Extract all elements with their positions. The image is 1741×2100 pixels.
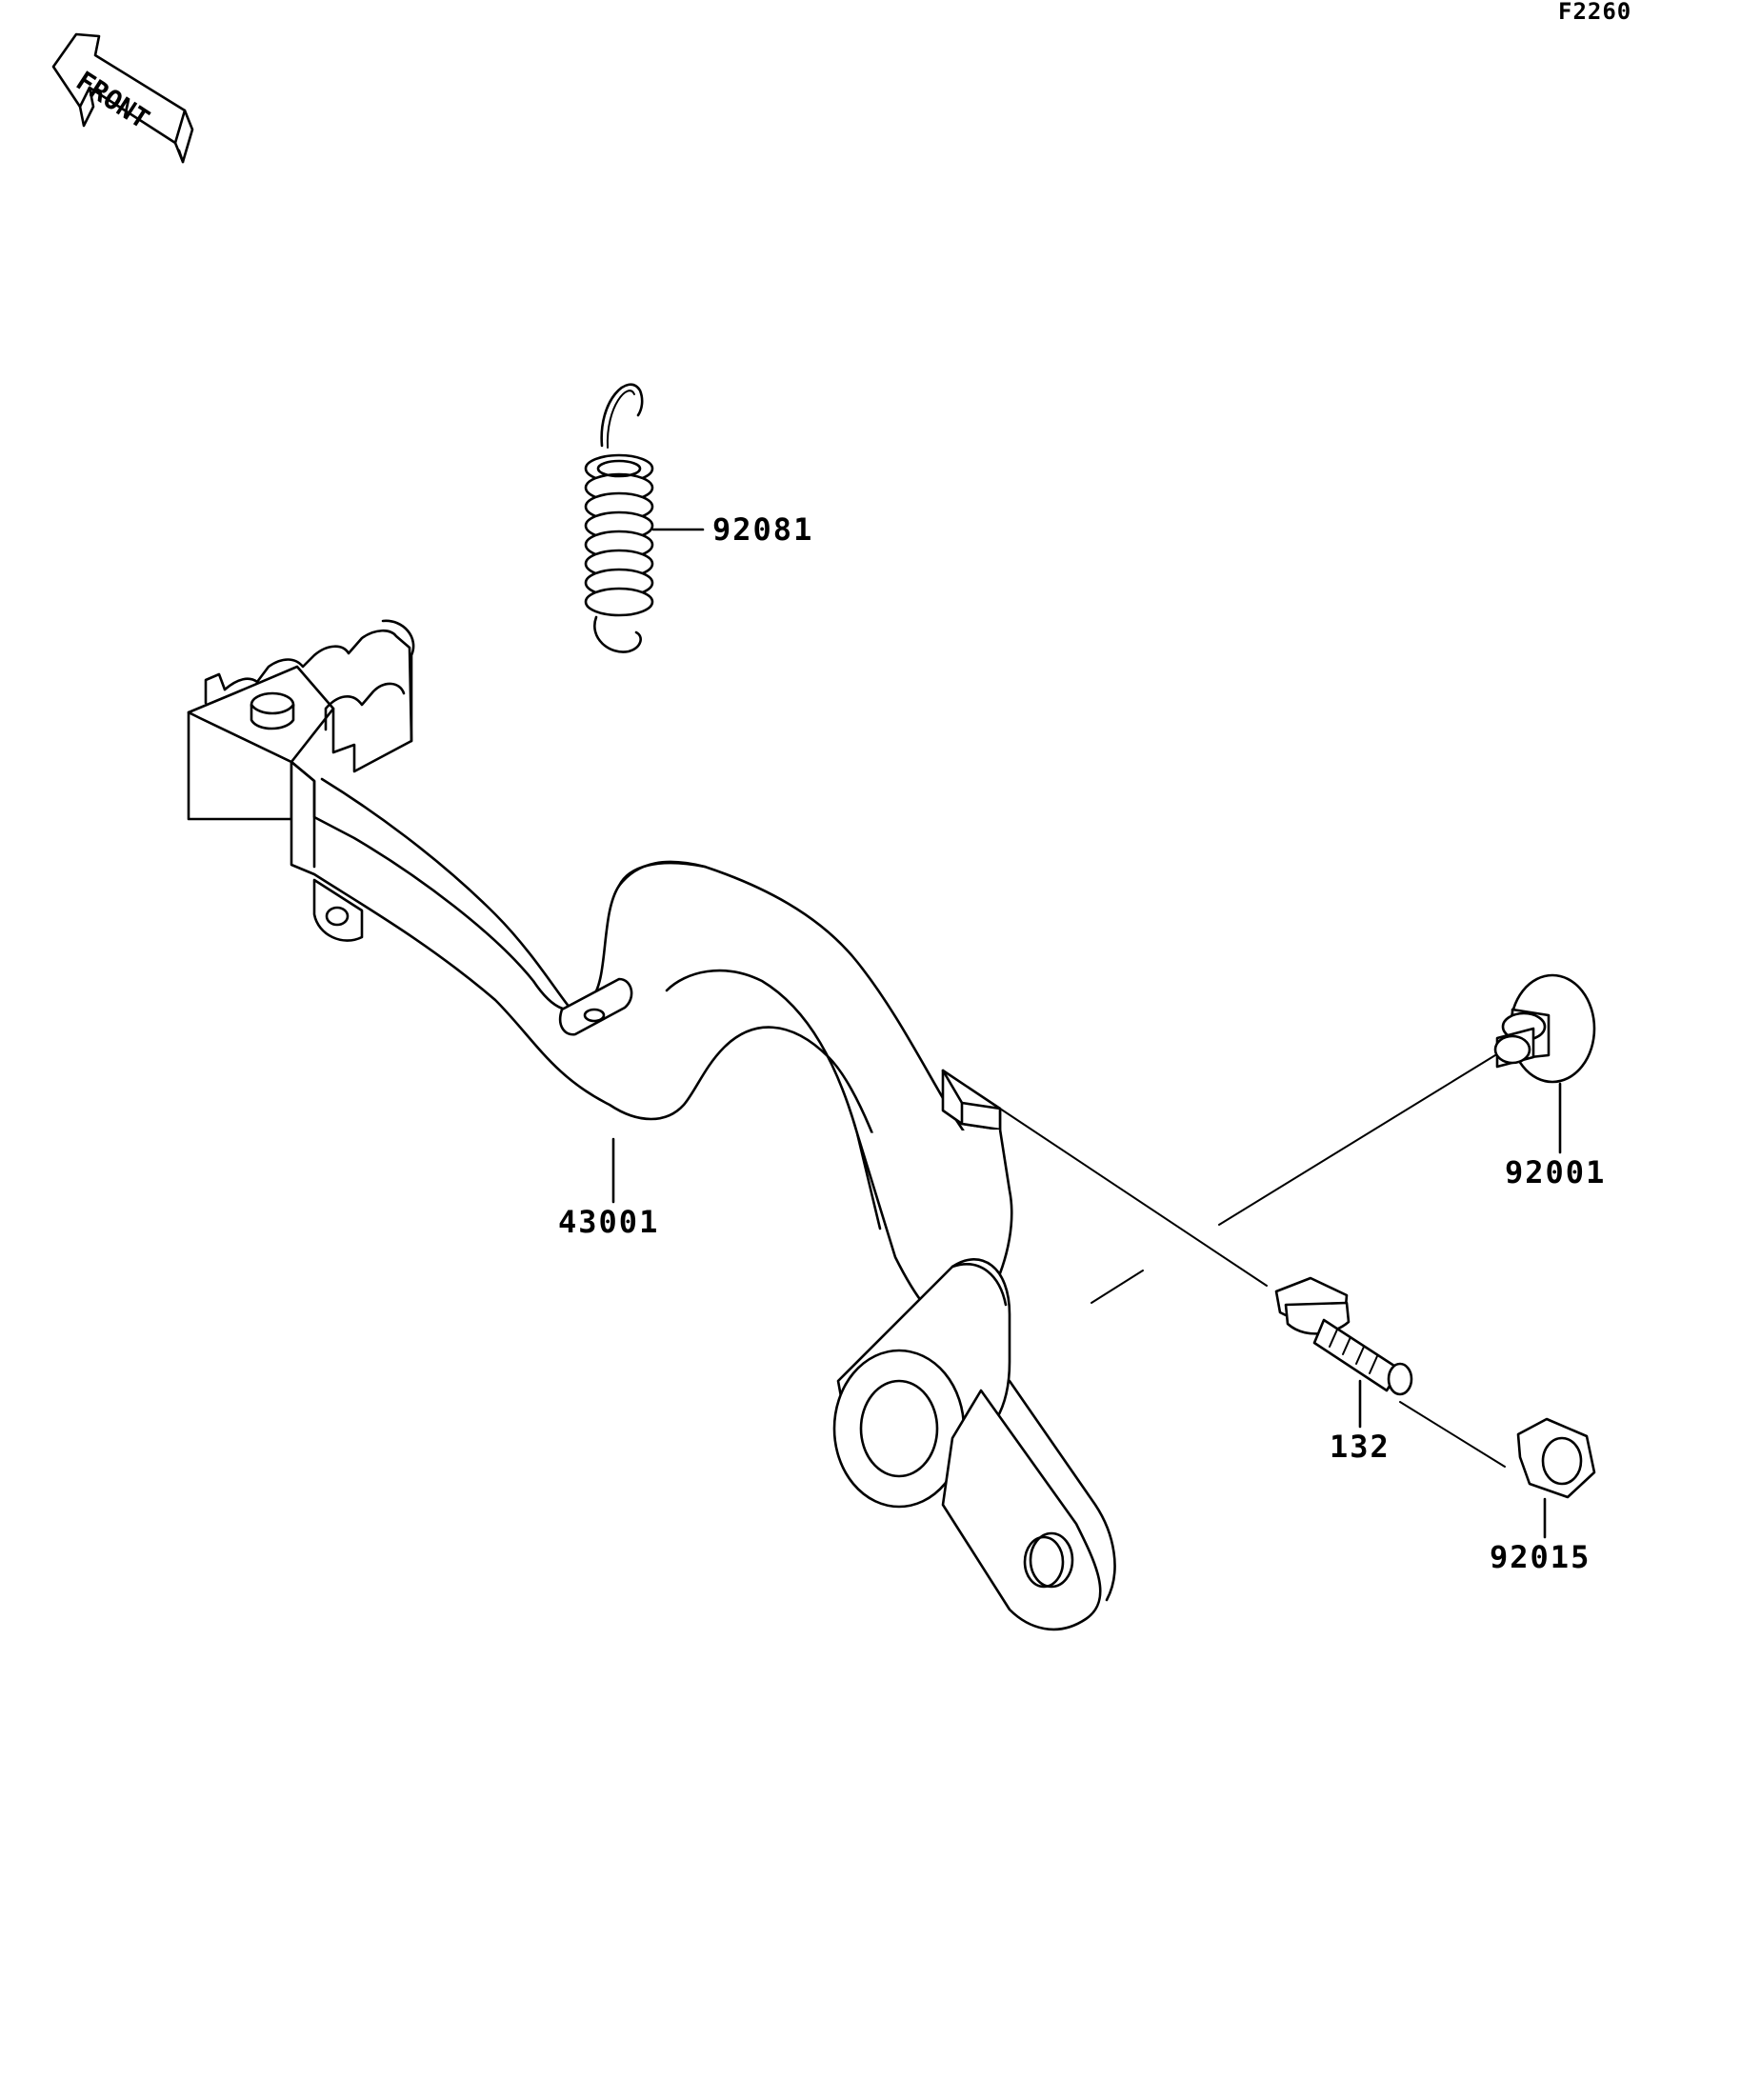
part-label-92015: 92015 [1490,1539,1591,1575]
flange-bolt-icon [1274,1276,1413,1429]
part-label-92001: 92001 [1505,1154,1606,1190]
part-label-43001: 43001 [558,1204,659,1240]
figure-number: F2260 [1558,0,1631,25]
brake-pedal-icon [187,619,1116,1631]
tension-spring-icon [584,383,705,653]
hex-nut-icon [1516,1417,1596,1539]
shaft-bolt-icon [1493,973,1596,1154]
assembly-lines [999,1054,1506,1468]
part-label-132: 132 [1330,1429,1391,1465]
part-label-92081: 92081 [712,511,813,548]
front-direction-arrow-icon: FRONT [51,32,194,164]
